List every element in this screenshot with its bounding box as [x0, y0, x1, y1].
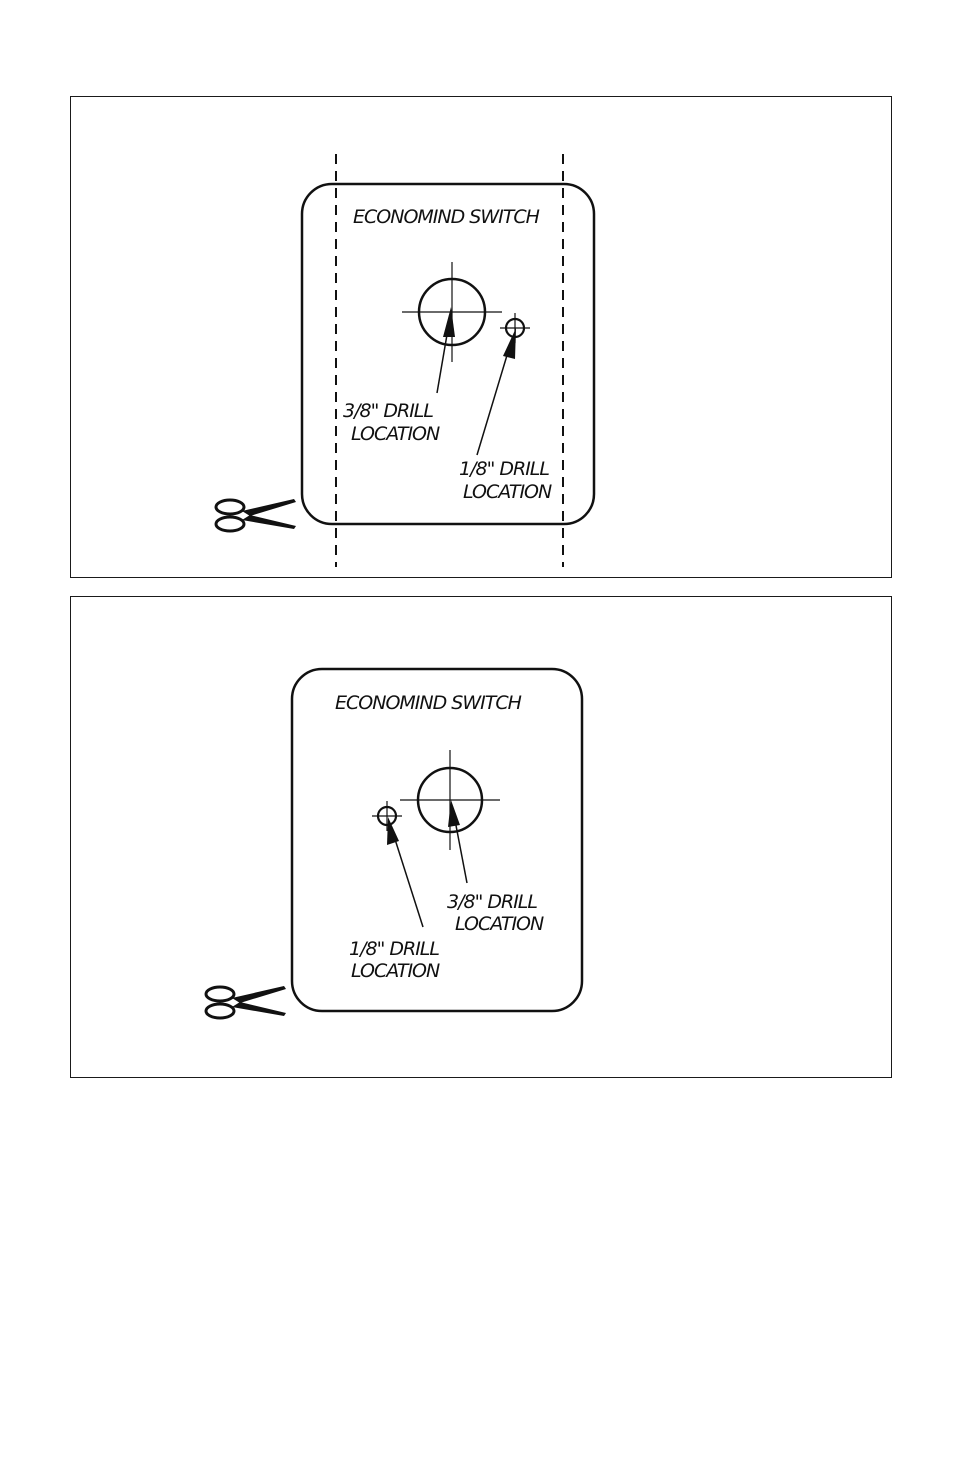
drill-template-diagram-2: ECONOMIND SWITCH 3/8" DRILL LOCATION 1/8…	[71, 597, 893, 1079]
switch-title: ECONOMIND SWITCH	[335, 692, 522, 714]
drill-template-panel-1: ECONOMIND SWITCH 3/8" DRILL LOCATION 1/8…	[70, 96, 892, 578]
large-hole-label-line1: 3/8" DRILL	[343, 400, 433, 422]
small-hole-label-line2: LOCATION	[351, 960, 440, 982]
large-hole-leader-arrow	[448, 800, 467, 883]
large-hole-label-line2: LOCATION	[455, 913, 544, 935]
drill-template-diagram-1: ECONOMIND SWITCH 3/8" DRILL LOCATION 1/8…	[71, 97, 893, 579]
small-hole-leader-arrow	[477, 328, 516, 455]
scissors-icon	[206, 986, 286, 1018]
small-hole-marker	[372, 801, 402, 831]
large-hole-marker	[400, 750, 500, 850]
small-hole-label-line1: 1/8" DRILL	[349, 938, 439, 960]
large-hole-label-line2: LOCATION	[351, 423, 440, 445]
large-hole-marker	[402, 262, 502, 362]
small-hole-label-line1: 1/8" DRILL	[459, 458, 549, 480]
large-hole-label-line1: 3/8" DRILL	[447, 891, 537, 913]
scissors-icon	[216, 499, 296, 531]
small-hole-leader-arrow	[387, 817, 423, 927]
drill-template-panel-2: ECONOMIND SWITCH 3/8" DRILL LOCATION 1/8…	[70, 596, 892, 1078]
switch-outline	[302, 184, 594, 524]
small-hole-label-line2: LOCATION	[463, 481, 552, 503]
switch-title: ECONOMIND SWITCH	[353, 206, 540, 228]
